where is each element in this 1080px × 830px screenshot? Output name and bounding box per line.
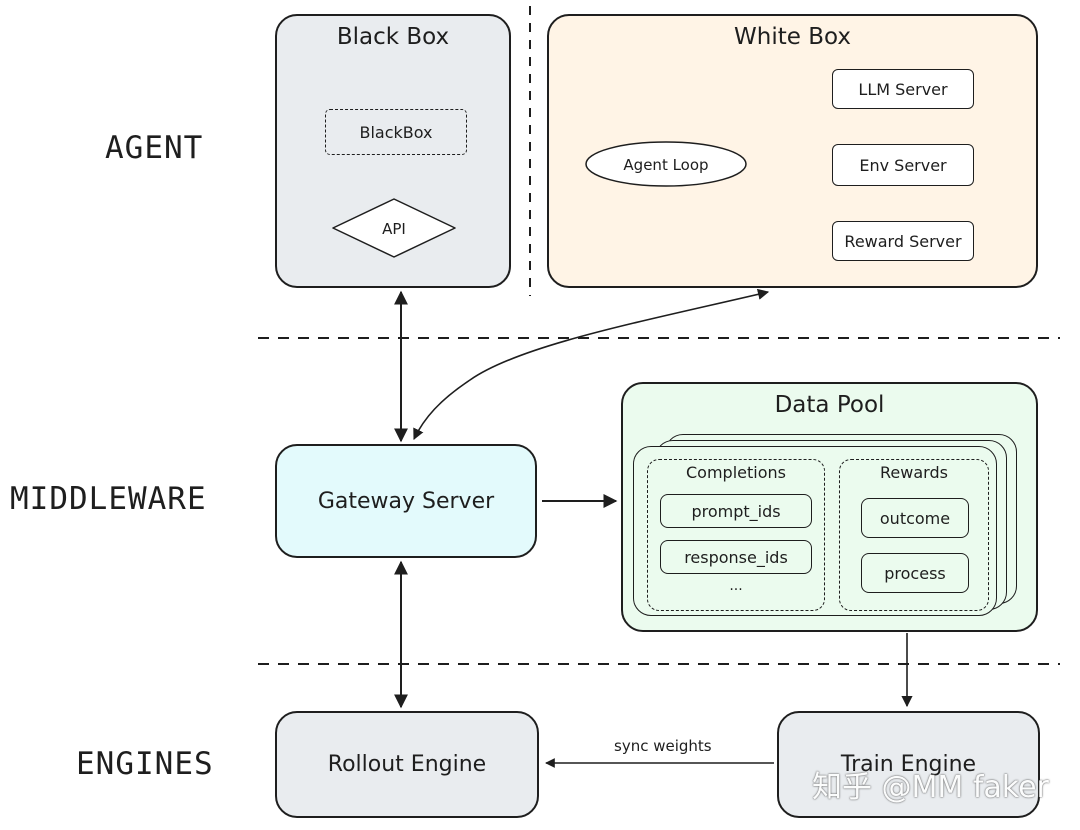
api-label: API [382, 220, 406, 238]
rollout-engine-label: Rollout Engine [327, 752, 487, 777]
completions-title: Completions [686, 463, 786, 482]
train-engine-label: Train Engine [840, 752, 977, 777]
white-box-title: White Box [734, 24, 851, 50]
black-box-panel: Black Box BlackBox API [275, 14, 511, 288]
sync-weights-label: sync weights [614, 737, 712, 755]
prompt-ids-label: prompt_ids [691, 501, 781, 521]
watermark: 知乎 @MM faker [812, 770, 1049, 805]
completions-ellipsis: ... [729, 578, 743, 594]
reward-server-node: Reward Server [832, 221, 974, 261]
prompt-ids-field: prompt_ids [660, 494, 812, 528]
rollout-engine-node: Rollout Engine [275, 711, 539, 818]
api-diamond: API [332, 198, 456, 258]
blackbox-node: BlackBox [325, 109, 467, 155]
response-ids-label: response_ids [684, 547, 788, 567]
gateway-server-node: Gateway Server [275, 444, 537, 558]
layer-label-agent: AGENT [105, 130, 204, 166]
arrow-whitebox-gateway [413, 288, 770, 441]
layer-label-middleware: MIDDLEWARE [10, 481, 207, 517]
rewards-group: Rewards outcome process [839, 459, 989, 611]
data-pool-panel: Data Pool Completions prompt_ids respons… [621, 382, 1038, 632]
data-pool-stack-card: Completions prompt_ids response_ids ... … [633, 446, 997, 616]
env-server-label: Env Server [859, 155, 947, 175]
env-server-node: Env Server [832, 144, 974, 186]
white-box-panel: White Box Agent Loop LLM Server Env Serv… [547, 14, 1038, 288]
process-field: process [861, 553, 969, 593]
blackbox-node-label: BlackBox [359, 122, 433, 142]
reward-server-label: Reward Server [844, 231, 962, 251]
agent-loop-label: Agent Loop [623, 156, 708, 174]
outcome-label: outcome [879, 508, 951, 528]
response-ids-field: response_ids [660, 540, 812, 574]
process-label: process [884, 563, 946, 583]
gateway-server-label: Gateway Server [317, 488, 495, 514]
train-engine-node: Train Engine [777, 711, 1040, 818]
black-box-title: Black Box [336, 24, 450, 50]
llm-server-node: LLM Server [832, 69, 974, 109]
outcome-field: outcome [861, 498, 969, 538]
agent-loop-ellipse: Agent Loop [585, 141, 747, 187]
llm-server-label: LLM Server [858, 79, 948, 99]
completions-group: Completions prompt_ids response_ids ... [647, 459, 825, 611]
layer-label-engines: ENGINES [76, 746, 214, 782]
rewards-title: Rewards [880, 463, 948, 482]
data-pool-title: Data Pool [774, 392, 885, 418]
